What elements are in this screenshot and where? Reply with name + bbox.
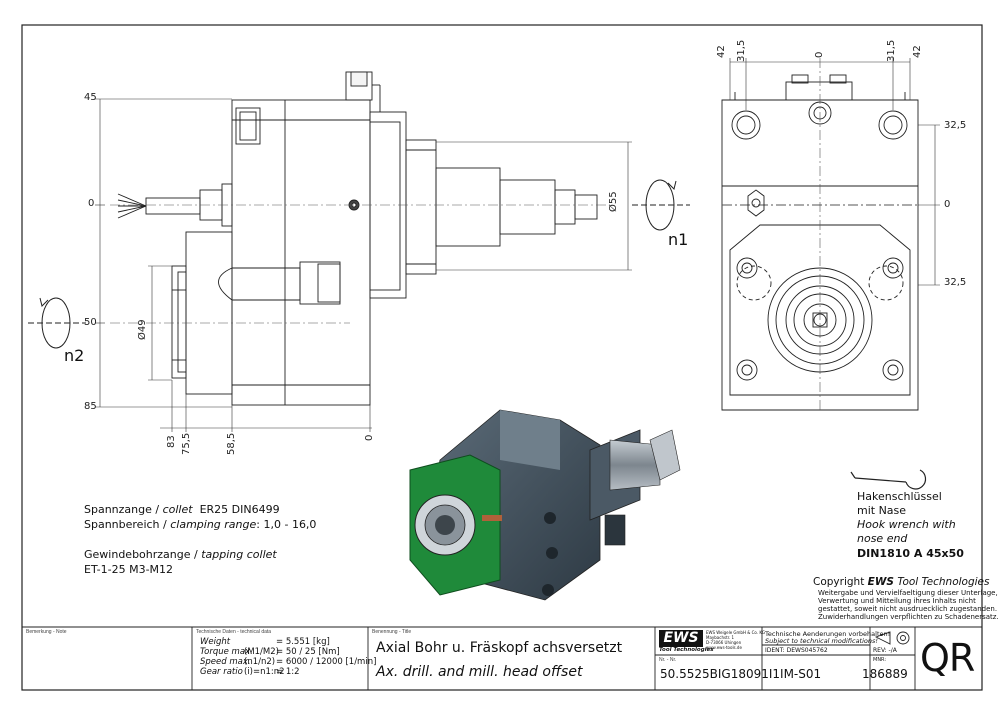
- n1-rotation-symbol: [632, 179, 690, 231]
- tb-weight-label: Weight: [200, 637, 231, 647]
- qr-mark: QR: [920, 636, 975, 680]
- dim-top-42-right: 42: [912, 45, 923, 58]
- copyright-heading: Copyright EWS Tool Technologies: [813, 576, 990, 588]
- tb-torque-label: Torque max.: [200, 647, 253, 657]
- wrench-en-1: Hook wrench with: [857, 518, 956, 531]
- dim-top-42-left: 42: [716, 45, 727, 58]
- ews-logo-sub: Tool Technologies: [659, 647, 714, 653]
- tb-change-en: Subject to technical modifications!: [765, 637, 878, 645]
- n2-rotation-symbol: [28, 297, 86, 349]
- wrench-de-2: mit Nase: [857, 504, 907, 517]
- dim-0-bottom: 0: [364, 434, 375, 441]
- front-view-dimension-lines: [729, 58, 940, 412]
- dim-diameter-55: Ø55: [608, 191, 619, 212]
- copyright-line-3: gestattet, soweit nicht ausdruecklich zu…: [818, 605, 998, 613]
- company-line-1: EWS Weigele GmbH & Co. KG: [706, 630, 766, 635]
- tb-tech-label: Technische Daten - technical data: [196, 629, 272, 635]
- dim-side-32-5-bottom: 32,5: [944, 277, 967, 288]
- dim-83: 83: [166, 435, 177, 448]
- copyright-text: Weitergabe und Vervielfaeltigung dieser …: [818, 589, 999, 621]
- copyright-line-1: Weitergabe und Vervielfaeltigung dieser …: [818, 589, 998, 597]
- tb-torque-sub: (M1/M2): [244, 647, 279, 657]
- copyright-line-4: Zuwiderhandlungen verpflichten zu Schade…: [818, 613, 999, 621]
- hook-wrench-icon: [850, 469, 927, 490]
- dim-side-32-5-top: 32,5: [944, 120, 967, 131]
- tb-speed-sub: (n1/n2): [244, 657, 276, 667]
- side-view-centerlines: [110, 204, 610, 324]
- note-collet-en: collet: [162, 503, 193, 516]
- tb-rev-label: REV:: [873, 647, 887, 654]
- copyright-prefix: Copyright: [813, 576, 865, 588]
- note-tap-en: tapping collet: [201, 548, 277, 561]
- label-n1: n1: [668, 230, 689, 249]
- tb-speed-value: = 6000 / 12000 [1/min]: [276, 657, 377, 667]
- tb-speed-label: Speed max.: [200, 657, 251, 667]
- isometric-render: [409, 409, 681, 601]
- tb-title-de: Axial Bohr u. Fräskopf achsversetzt: [376, 640, 623, 656]
- tb-mnr-label: MNR:: [873, 657, 887, 663]
- dim-0-side: 0: [88, 198, 95, 209]
- sheet-border: [21, 24, 983, 691]
- tb-note-label: Bemerkung - Note: [26, 629, 67, 635]
- tb-ident-label: IDENT:: [765, 647, 785, 654]
- tb-ratio-label: Gear ratio: [200, 667, 243, 677]
- copyright-line-2: Verwertung und Mitteilung ihres Inhalts …: [818, 597, 976, 605]
- wrench-standard: DIN1810 A 45x50: [857, 547, 964, 560]
- company-line-3: D-73066 Uhingen: [706, 640, 742, 645]
- note-clamping-range: Spannbereich / clamping range: 1,0 - 16,…: [84, 518, 316, 531]
- dim-top-0: 0: [814, 51, 825, 58]
- label-n2: n2: [64, 346, 85, 365]
- tb-ratio-value: = 1:2: [276, 667, 300, 677]
- note-collet: Spannzange / collet ER25 DIN6499: [84, 503, 280, 516]
- ews-logo: EWS: [659, 630, 703, 647]
- note-range-de: Spannbereich /: [84, 518, 167, 531]
- tb-ratio-sub: (i)=n1:n2: [244, 667, 285, 677]
- wrench-en-2: nose end: [857, 532, 908, 545]
- front-view-drawing: [721, 74, 919, 411]
- dim-top-31-5-left: 31,5: [736, 39, 747, 62]
- dim-top-31-5-right: 31,5: [886, 39, 897, 62]
- dim-85: 85: [84, 401, 97, 412]
- dim-45: 45: [84, 92, 97, 103]
- tb-title-en: Ax. drill. and mill. head offset: [376, 664, 583, 680]
- tb-part-number: 50.5525BIG18091I1IM-S01: [660, 667, 822, 681]
- tb-rev: REV: -/A: [873, 647, 897, 654]
- dim-58-5: 58,5: [226, 432, 237, 455]
- tb-rev-value: -/A: [888, 647, 897, 654]
- dim-75-5: 75,5: [181, 432, 192, 455]
- copyright-brand: EWS: [867, 576, 894, 588]
- tb-torque-value: = 50 / 25 [Nm]: [276, 647, 340, 657]
- dim-side-0: 0: [944, 199, 951, 210]
- title-block-grid: [22, 626, 982, 690]
- tb-nr-label: Nr. - Nr.: [659, 657, 677, 663]
- dim-50: 50: [84, 317, 97, 328]
- tb-mnr-value: 186889: [862, 667, 908, 681]
- note-tap-de: Gewindebohrzange /: [84, 548, 198, 561]
- note-tap-value: ET-1-25 M3-M12: [84, 563, 174, 576]
- note-tapping-collet: Gewindebohrzange / tapping collet: [84, 548, 277, 561]
- tb-title-label: Benennung - Title: [372, 629, 412, 635]
- note-collet-value: ER25 DIN6499: [199, 503, 280, 516]
- tb-change-de: Technische Aenderungen vorbehalten!: [765, 630, 891, 638]
- note-range-value: : 1,0 - 16,0: [256, 518, 317, 531]
- side-view-dimension-lines: [95, 98, 632, 432]
- tb-weight-value: = 5.551 [kg]: [276, 637, 330, 647]
- company-line-4: www.ews-tools.de: [706, 645, 742, 650]
- tb-ident-value: DEWS045762: [786, 647, 828, 654]
- note-collet-de: Spannzange /: [84, 503, 160, 516]
- wrench-de-1: Hakenschlüssel: [857, 490, 942, 503]
- note-range-en: clamping range: [170, 518, 257, 531]
- company-line-2: Maybachstr. 1: [706, 635, 735, 640]
- drawing-symbol-icon: [874, 631, 910, 645]
- tb-ident: IDENT: DEWS045762: [765, 647, 828, 654]
- copyright-suffix: Tool Technologies: [897, 576, 990, 588]
- dim-diameter-49: Ø49: [137, 319, 148, 340]
- company-address: EWS Weigele GmbH & Co. KG Maybachstr. 1 …: [706, 630, 765, 650]
- side-view-drawing: [117, 71, 598, 406]
